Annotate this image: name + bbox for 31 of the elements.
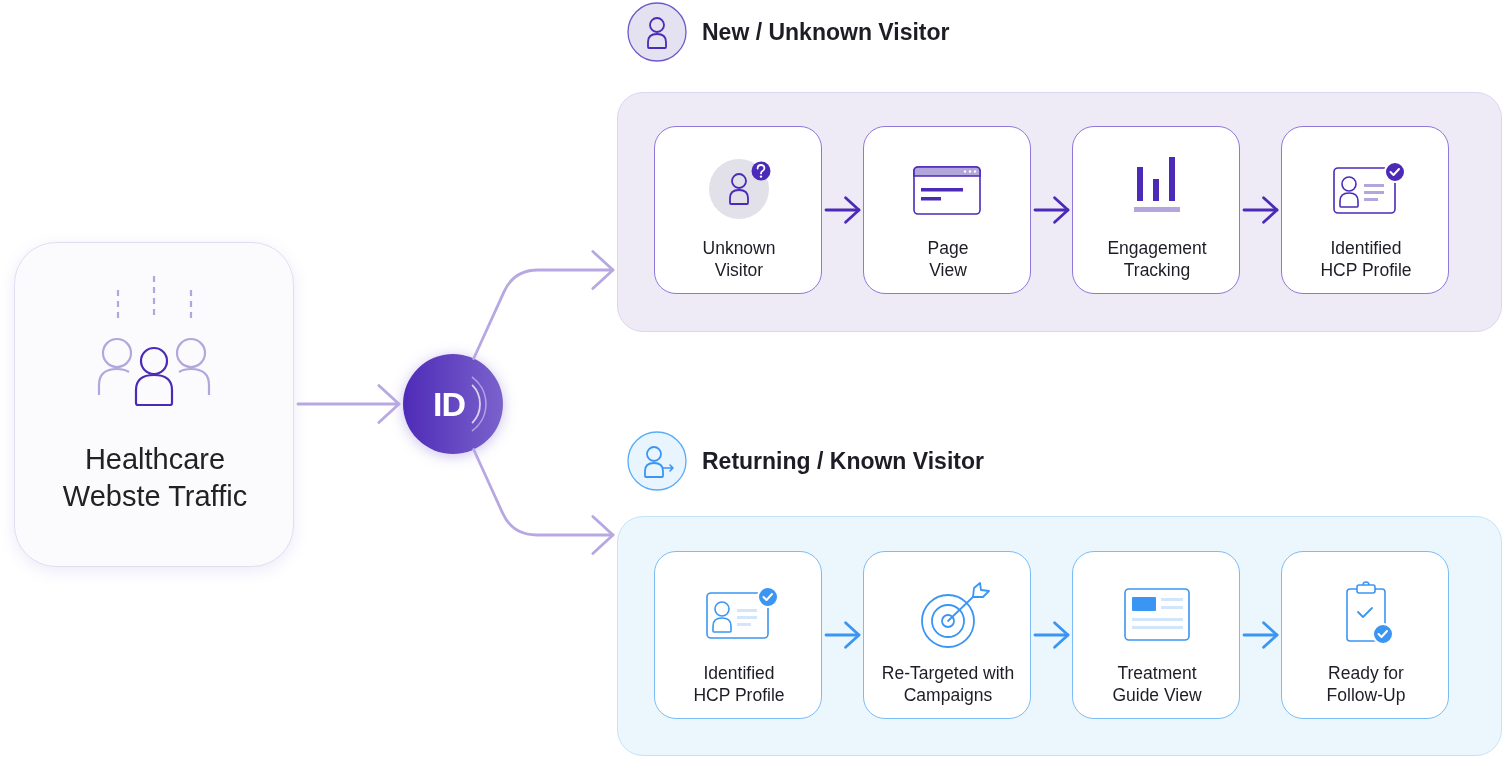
step-card [1072,551,1240,719]
flow-arrow [472,250,615,360]
step-card [1281,551,1449,719]
flow-arrow [824,621,861,649]
id-hub-circle [403,354,503,454]
step-card [863,551,1031,719]
step-card [1072,126,1240,294]
step-label: Ready for Follow-Up [1325,662,1407,706]
flow-arrow [472,448,615,555]
flow-arrow [1033,196,1070,224]
section-heading: New / Unknown Visitor [702,18,950,46]
card-title: Healthcare Webste Traffic [61,442,249,514]
flow-arrow [296,384,401,424]
step-card [863,126,1031,294]
step-label: Identified HCP Profile [1319,237,1413,281]
step-label: Identified HCP Profile [692,662,786,706]
flow-arrow [824,196,861,224]
flow-arrow [1033,621,1070,649]
step-card [654,551,822,719]
step-label: Engagement Tracking [1106,237,1208,281]
step-label: Unknown Visitor [701,237,777,281]
section-heading: Returning / Known Visitor [702,447,984,475]
step-card [1281,126,1449,294]
step-label: Treatment Guide View [1111,662,1203,706]
step-label: Re-Targeted with Campaigns [881,662,1015,706]
step-label: Page View [926,237,970,281]
hub-label: ID [433,387,465,421]
flow-arrow [1242,196,1279,224]
traffic-source-card [14,242,294,567]
flow-arrow [1242,621,1279,649]
step-card [654,126,822,294]
